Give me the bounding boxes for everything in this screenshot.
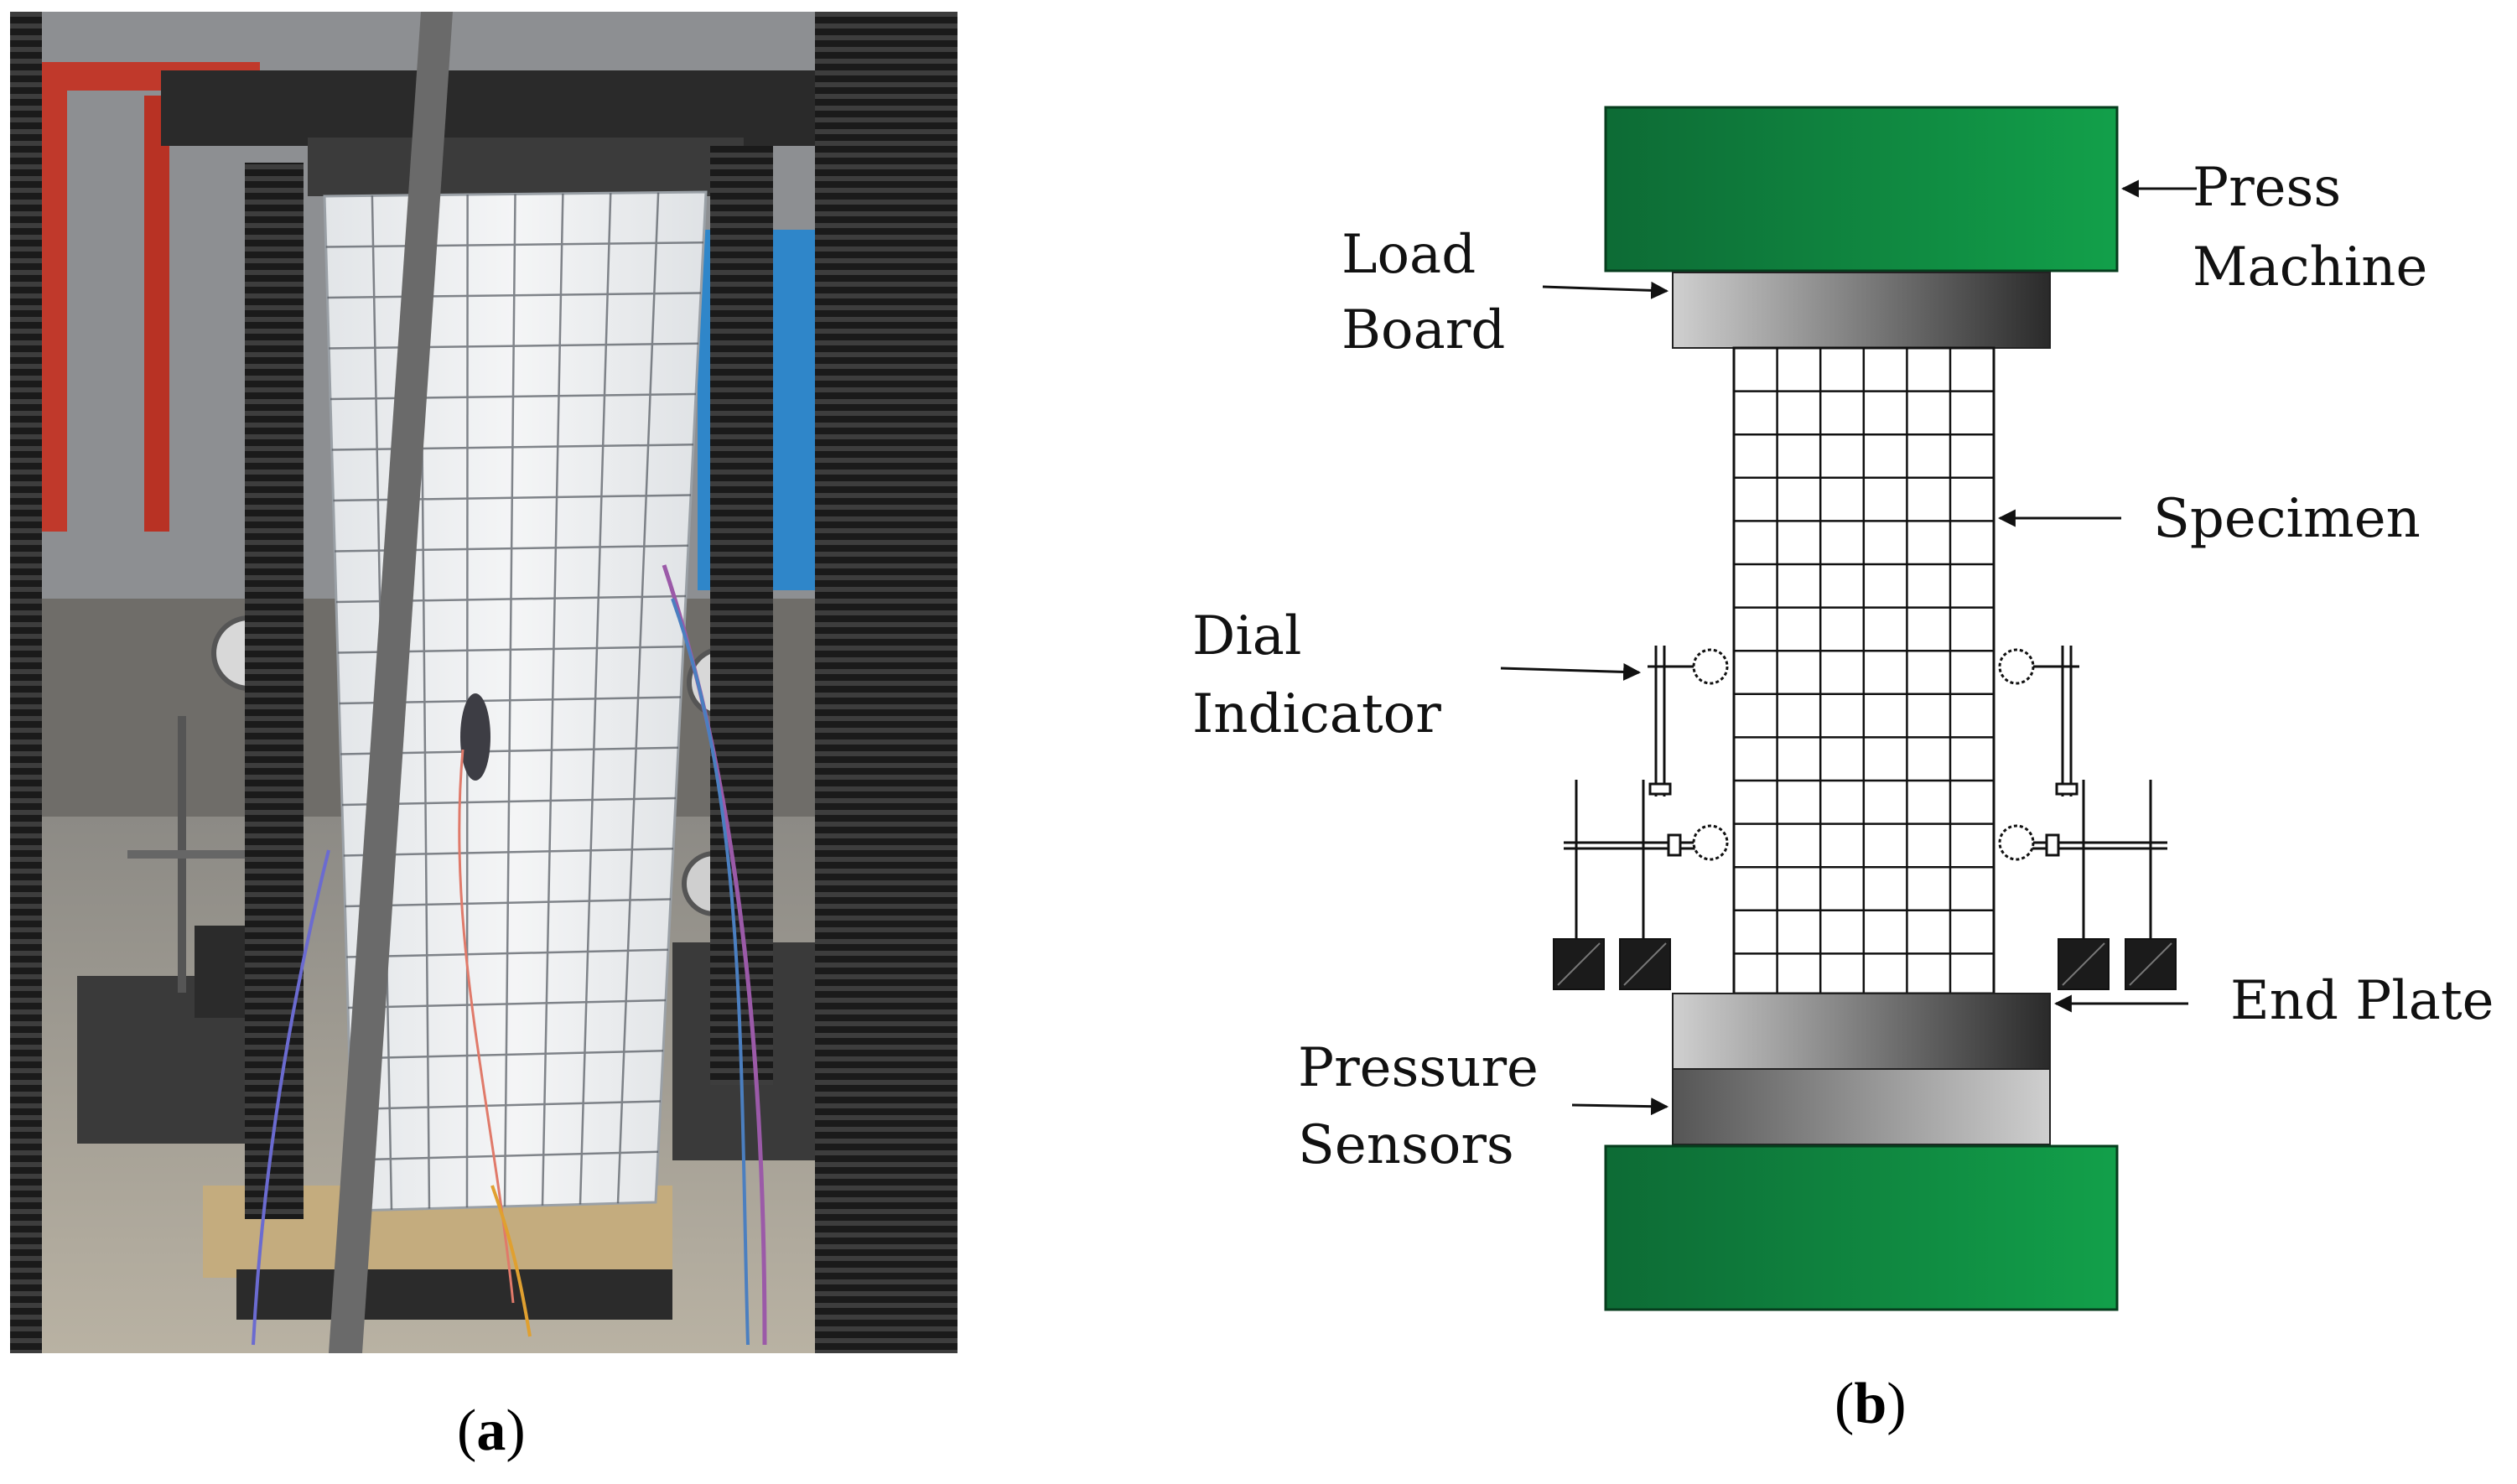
photo-specimen-grid-line: [330, 392, 697, 401]
label-load-board: Load Board: [1342, 224, 1505, 361]
photo-specimen-grid-line: [329, 342, 699, 350]
test-setup-schematic: Press Machine Load Board Specimen Dial I…: [1192, 106, 2494, 1311]
panel-label-b-letter: b: [1854, 1372, 1887, 1436]
label-dial-indicator: Dial Indicator: [1192, 605, 1441, 745]
panel-label-a-letter: a: [476, 1398, 506, 1463]
label-end-plate: End Plate: [2230, 970, 2494, 1032]
label-dial-indicator-line2: Indicator: [1192, 683, 1441, 745]
label-dial-indicator-line1: Dial: [1192, 605, 1301, 667]
press-machine-top: [1604, 106, 2119, 272]
photo-specimen-grid-line: [347, 999, 667, 1009]
label-pressure-sensors: Pressure Sensors: [1298, 1037, 1555, 1176]
label-press-machine: Press Machine: [2193, 157, 2427, 298]
label-load-board-line1: Load: [1342, 224, 1476, 286]
photo-specimen-grid-line: [346, 948, 669, 958]
photo-bottom-plate: [236, 1269, 672, 1320]
panel-label-a: (a): [457, 1402, 526, 1461]
panel-label-b: (b): [1835, 1375, 1907, 1434]
photo-specimen-stain: [460, 693, 490, 781]
dial-gauge-icon: [1692, 648, 2035, 861]
pressure-sensors: [1672, 1068, 2051, 1145]
photo-column-far-left: [10, 12, 42, 1353]
photo-specimen-grid-line: [325, 241, 704, 248]
label-load-board-line2: Board: [1342, 299, 1505, 361]
photo-specimen-grid-line: [352, 1150, 659, 1161]
photo-threaded-rod: [329, 12, 453, 1353]
arrow-load-board: [1542, 281, 1669, 299]
label-pressure-sensors-line1: Pressure: [1298, 1037, 1539, 1099]
load-board: [1672, 272, 2051, 349]
arrow-dial-indicator: [1500, 662, 1642, 681]
test-setup-photo: [10, 12, 957, 1353]
specimen: [1732, 346, 1995, 995]
dial-indicator-rig-left: [1564, 646, 1710, 939]
panel-label-a-close: ): [506, 1398, 526, 1463]
panel-label-b-open: (: [1835, 1372, 1855, 1436]
photo-column-left: [245, 163, 304, 1219]
panel-label-b-close: ): [1886, 1372, 1907, 1436]
label-pressure-sensors-line2: Sensors: [1298, 1114, 1514, 1176]
photo-specimen-grid-line: [350, 1100, 662, 1111]
label-press-machine-line2: Machine: [2193, 236, 2427, 298]
photo-specimen-grid-line: [345, 898, 672, 908]
photo-column-front-right: [815, 12, 957, 1353]
dial-indicator-rig-right: [2016, 646, 2167, 939]
photo-specimen-grid-line: [343, 848, 674, 857]
end-plate: [1672, 993, 2051, 1070]
photo-wire-bundle-left: [252, 849, 330, 1346]
photo-wire-bundle-right-2: [671, 598, 750, 1346]
magnetic-base-icon: [1553, 938, 2177, 990]
photo-left-stand-arm: [127, 850, 295, 859]
panel-label-a-open: (: [457, 1398, 477, 1463]
photo-red-frame-inner: [144, 96, 169, 532]
press-machine-bottom: [1604, 1144, 2119, 1311]
photo-top-load-plate: [308, 138, 744, 196]
arrow-pressure-sensors: [1571, 1097, 1669, 1116]
photo-column-right: [710, 146, 773, 1085]
photo-specimen-grid-line: [349, 1050, 664, 1060]
label-press-machine-line1: Press: [2193, 157, 2341, 219]
photo-top-crosshead: [161, 70, 815, 146]
label-specimen: Specimen: [2153, 488, 2421, 550]
photo-wire-orange: [490, 1185, 532, 1337]
photo-specimen-grid-line: [327, 292, 702, 299]
